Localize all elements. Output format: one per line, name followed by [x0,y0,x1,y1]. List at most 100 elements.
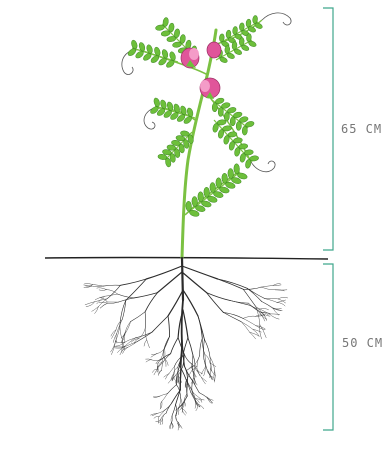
root-segment [103,285,120,286]
root-segment [151,354,157,355]
leaflet [236,121,242,130]
root-segment [168,316,170,337]
root-segment [99,302,107,303]
root-segment [168,385,177,394]
root-segment [125,338,135,346]
root-segment [182,300,183,345]
height-bracket [323,8,333,250]
ground-line [45,258,328,259]
root-segment [120,279,146,285]
root-segment [261,285,273,287]
root-segment [214,371,215,383]
root-segment [182,258,183,300]
root-segment [197,404,204,409]
root-segment [162,363,163,371]
leaflet [242,126,248,135]
root-system [84,258,288,430]
leaflet [153,97,161,107]
leaflet [192,196,198,206]
root-segment [112,330,116,339]
root-segment [265,299,277,303]
tendril [262,13,291,25]
root-segment [106,290,117,295]
leaflet [204,187,210,197]
height-label: 65 CM [341,122,382,136]
root-segment [180,370,181,390]
leaflet [168,23,175,33]
flower-petal [200,80,210,92]
root-segment [198,370,200,376]
root-segment [153,369,158,372]
root-segment [199,393,207,398]
leaflet [223,135,230,145]
depth-label: 50 CM [342,336,383,350]
root-segment [100,304,107,309]
root-segment [172,390,181,403]
root-segment [195,369,201,378]
root-segment [135,332,152,338]
root-segment [104,294,117,296]
root-segment [243,318,256,325]
root-segment [99,290,106,291]
root-segment [209,372,213,380]
root-segment [183,290,198,316]
root-segment [265,298,278,299]
leaflet [228,141,235,151]
tendril [250,160,275,172]
leaflet [245,159,252,169]
root-segment [164,374,169,377]
root-segment [125,322,130,332]
leaflet [210,182,216,192]
root-segment [176,390,181,405]
root-segment [192,381,193,394]
flower-petal [207,42,221,58]
leaflet [186,201,192,211]
leaflet [212,103,218,112]
root-segment [147,340,150,348]
root-segment [193,381,199,392]
root-segment [269,314,279,315]
leaflet [174,28,181,38]
root-segment [120,323,122,339]
leaflet [130,39,138,49]
root-segment [131,312,146,322]
leaflet [222,173,228,183]
root-segment [253,329,262,332]
root-segment [128,341,138,347]
root-segment [171,338,179,354]
root-segment [247,288,261,301]
leaflet [198,192,204,202]
root-segment [261,287,275,290]
root-segment [201,377,205,384]
root-segment [162,350,164,361]
root-segment [204,339,205,359]
root-segment [107,302,118,304]
root-segment [120,300,126,323]
root-segment [151,414,158,416]
leaflet [212,123,219,133]
root-segment [160,420,162,425]
leaflet-group [127,15,263,217]
root-segment [158,370,161,375]
leaflet [228,168,234,178]
leaflet [218,107,224,116]
root-segment [107,285,120,298]
root-segment [95,307,99,314]
root-segment [260,313,265,321]
root-segment [84,285,92,286]
root-segment [198,316,204,339]
root-segment [200,338,203,355]
root-segment [93,284,104,286]
root-segment [172,405,175,415]
root-segment [243,316,256,318]
root-segment [277,302,285,306]
depth-bracket [323,264,333,430]
root-segment [269,314,279,319]
root-segment [223,312,241,321]
root-segment [125,322,131,335]
root-segment [278,297,288,299]
root-segment [168,290,183,316]
root-segment [247,288,265,298]
flower-cluster [181,42,221,99]
root-segment [158,417,159,423]
